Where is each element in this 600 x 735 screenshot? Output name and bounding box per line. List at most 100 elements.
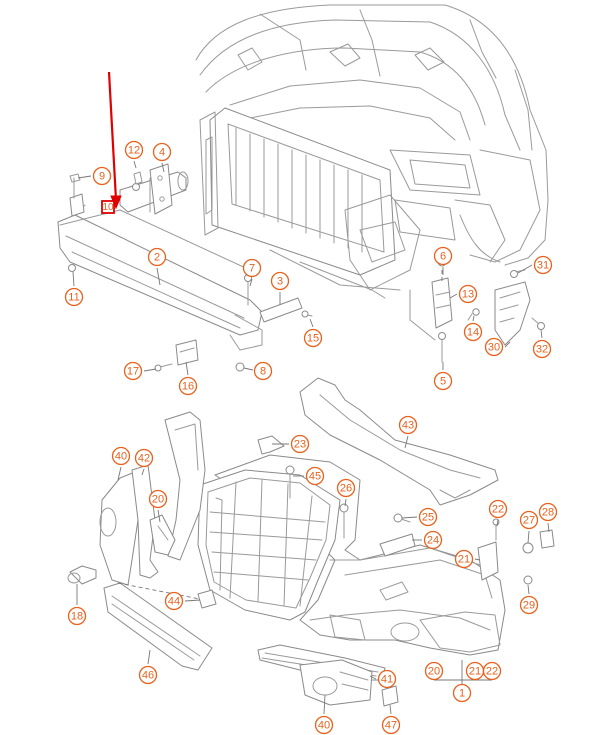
callout-circle xyxy=(519,510,539,530)
leader-line-c28 xyxy=(547,522,550,533)
callout-circle xyxy=(314,715,334,735)
callout-5[interactable]: 5 xyxy=(433,371,453,391)
callout-46[interactable]: 46 xyxy=(138,665,158,685)
callout-30[interactable]: 30 xyxy=(484,337,504,357)
callout-circle xyxy=(111,446,131,466)
callout-3[interactable]: 3 xyxy=(270,271,290,291)
leader-line-c46 xyxy=(147,649,151,665)
callout-21[interactable]: 21 xyxy=(454,549,474,569)
callout-42[interactable]: 42 xyxy=(134,448,154,468)
callout-41[interactable]: 41 xyxy=(377,669,397,689)
callout-circle xyxy=(398,415,418,435)
side-brackets xyxy=(409,257,545,363)
callout-number: 7 xyxy=(249,263,255,275)
callout-number: 29 xyxy=(523,600,535,612)
callout-24[interactable]: 24 xyxy=(423,530,443,550)
callout-43[interactable]: 43 xyxy=(398,415,418,435)
callout-17[interactable]: 17 xyxy=(123,361,143,381)
highlighted-part-10[interactable]: 10 xyxy=(101,200,115,214)
callout-circle xyxy=(538,502,558,522)
callout-25[interactable]: 25 xyxy=(418,507,438,527)
callout-1[interactable]: 1 xyxy=(452,683,472,703)
leader-line-c8 xyxy=(243,367,254,371)
callout-31[interactable]: 31 xyxy=(533,255,553,275)
callout-29[interactable]: 29 xyxy=(519,595,539,615)
callout-number: 47 xyxy=(385,720,397,732)
leader-line-c42 xyxy=(141,468,145,476)
leader-line-c41 xyxy=(369,675,377,680)
callout-circle xyxy=(482,661,502,681)
callout-18[interactable]: 18 xyxy=(67,606,87,626)
callout-8[interactable]: 8 xyxy=(253,361,273,381)
callout-14[interactable]: 14 xyxy=(463,322,483,342)
leader-line-c4 xyxy=(161,162,165,173)
callout-number: 41 xyxy=(381,674,393,686)
callout-circle xyxy=(64,287,84,307)
leader-line-c40a xyxy=(117,466,122,481)
callout-number: 16 xyxy=(182,381,194,393)
callout-number: 32 xyxy=(536,344,548,356)
license-plate-holder xyxy=(103,582,213,671)
leader-lines xyxy=(72,160,550,715)
car-body-front xyxy=(195,4,549,266)
callout-number: 6 xyxy=(440,251,446,263)
callout-2[interactable]: 2 xyxy=(147,247,167,267)
radiator-grille xyxy=(197,469,341,621)
leader-line-c14 xyxy=(472,315,475,322)
callout-15[interactable]: 15 xyxy=(303,328,323,348)
callout-27[interactable]: 27 xyxy=(519,510,539,530)
callout-circle xyxy=(148,489,168,509)
callout-22[interactable]: 22 xyxy=(488,499,508,519)
callout-number: 1 xyxy=(459,688,465,700)
leader-line-c15 xyxy=(309,318,314,328)
callout-32[interactable]: 32 xyxy=(532,339,552,359)
callout-16[interactable]: 16 xyxy=(178,376,198,396)
callout-number: 20 xyxy=(428,666,440,678)
leader-line-c2 xyxy=(156,267,161,286)
callout-28[interactable]: 28 xyxy=(538,502,558,522)
callout-4[interactable]: 4 xyxy=(152,142,172,162)
callout-47[interactable]: 47 xyxy=(381,715,401,735)
callout-45[interactable]: 45 xyxy=(305,466,325,486)
callout-12[interactable]: 12 xyxy=(124,140,144,160)
callout-circle xyxy=(418,507,438,527)
callout-21[interactable]: 21 xyxy=(465,661,485,681)
callout-circle xyxy=(381,715,401,735)
callout-44[interactable]: 44 xyxy=(164,591,184,611)
callout-26[interactable]: 26 xyxy=(336,478,356,498)
callout-circle xyxy=(253,361,273,381)
leader-line-c47 xyxy=(389,704,392,715)
callout-circle xyxy=(488,499,508,519)
leader-line-c27 xyxy=(527,530,530,544)
callout-6[interactable]: 6 xyxy=(433,246,453,266)
callout-circle xyxy=(92,166,112,186)
leader-line-c26 xyxy=(344,498,347,507)
left-trim-pieces xyxy=(99,411,206,586)
callout-circle xyxy=(124,140,144,160)
callout-number: 44 xyxy=(168,596,180,608)
callout-number: 20 xyxy=(152,494,164,506)
callout-9[interactable]: 9 xyxy=(92,166,112,186)
callout-40[interactable]: 40 xyxy=(314,715,334,735)
callout-20[interactable]: 20 xyxy=(424,661,444,681)
callout-number: 2 xyxy=(154,252,160,264)
callout-layer: 1234567891112131415161718202021212222232… xyxy=(64,140,558,735)
callout-13[interactable]: 13 xyxy=(458,284,478,304)
callout-circle xyxy=(303,328,323,348)
callout-number: 22 xyxy=(486,666,498,678)
callout-number: 9 xyxy=(99,171,105,183)
callout-11[interactable]: 11 xyxy=(64,287,84,307)
callout-number: 30 xyxy=(488,342,500,354)
callout-circle xyxy=(123,361,143,381)
callout-circle xyxy=(178,376,198,396)
callout-circle xyxy=(533,255,553,275)
callout-7[interactable]: 7 xyxy=(242,258,262,278)
callout-22[interactable]: 22 xyxy=(482,661,502,681)
callout-number: 11 xyxy=(68,292,79,304)
callout-number: 5 xyxy=(440,376,446,388)
callout-40[interactable]: 40 xyxy=(111,446,131,466)
callout-23[interactable]: 23 xyxy=(290,434,310,454)
callout-20[interactable]: 20 xyxy=(148,489,168,509)
leader-line-c32 xyxy=(540,329,543,339)
